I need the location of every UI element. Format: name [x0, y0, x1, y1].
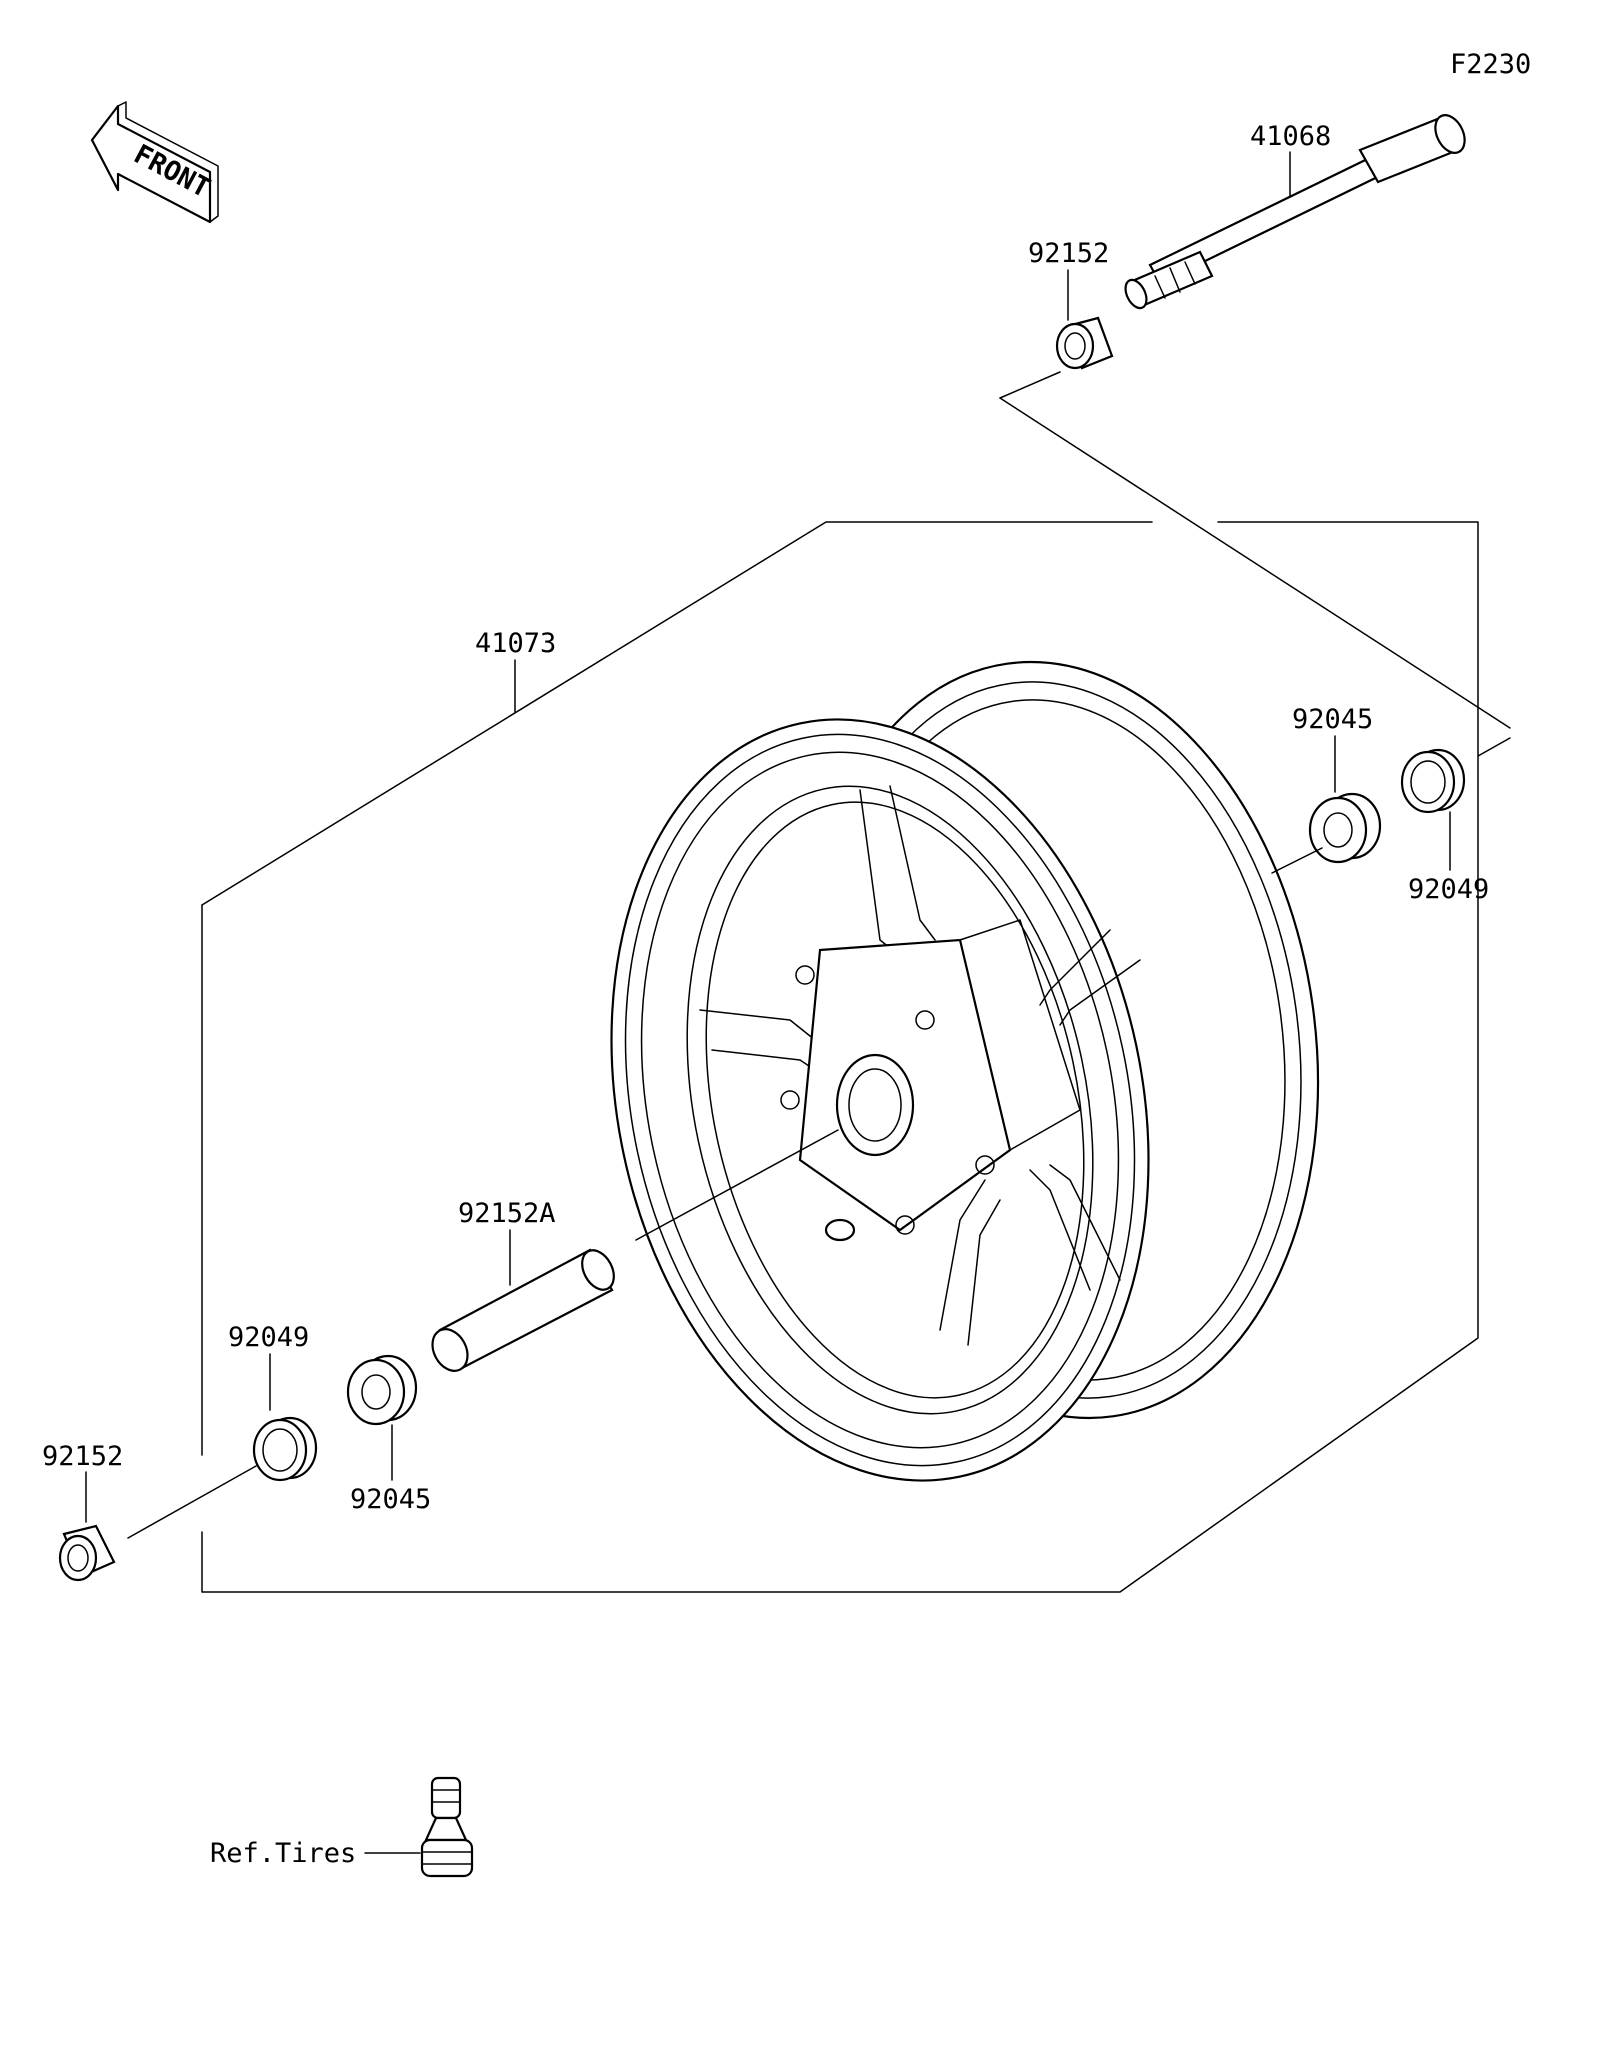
collar-92152-top[interactable]: 92152 [1028, 238, 1114, 370]
spacer-92152A[interactable]: 92152A [426, 1198, 621, 1377]
callout-spacer: 92152A [458, 1198, 556, 1229]
bearing-92045-left[interactable]: 92045 [346, 1354, 431, 1515]
hub-guide-line [635, 1129, 839, 1241]
callout-seal-left: 92049 [228, 1322, 309, 1353]
callout-collar-top: 92152 [1028, 238, 1109, 269]
tire-valve-ref[interactable]: Ref.Tires [210, 1776, 474, 1878]
callout-collar-left: 92152 [42, 1441, 123, 1472]
front-direction-icon: FRONT [90, 101, 219, 224]
left-guide-line [127, 1465, 257, 1539]
collar-92152-left[interactable]: 92152 [42, 1441, 123, 1582]
seal-92049-left[interactable]: 92049 [228, 1322, 318, 1482]
wheel-assembly-frame [201, 521, 1479, 1593]
callout-axle: 41068 [1250, 121, 1331, 152]
axle-41068[interactable]: 41068 [1121, 110, 1470, 311]
wheel-41073[interactable] [544, 628, 1366, 1531]
callout-bearing-right: 92045 [1292, 704, 1373, 735]
axle-guide-line-top [999, 371, 1061, 399]
callout-wheel: 41073 [475, 628, 556, 659]
callout-seal-right: 92049 [1408, 874, 1489, 905]
ref-tires-label: Ref.Tires [210, 1838, 356, 1869]
bearing-92045-right[interactable]: 92045 [1271, 704, 1382, 874]
axle-guide-line [999, 397, 1511, 729]
callout-bearing-left: 92045 [350, 1484, 431, 1515]
seal-92049-right[interactable]: 92049 [1400, 748, 1489, 905]
figure-code: F2230 [1450, 49, 1531, 80]
